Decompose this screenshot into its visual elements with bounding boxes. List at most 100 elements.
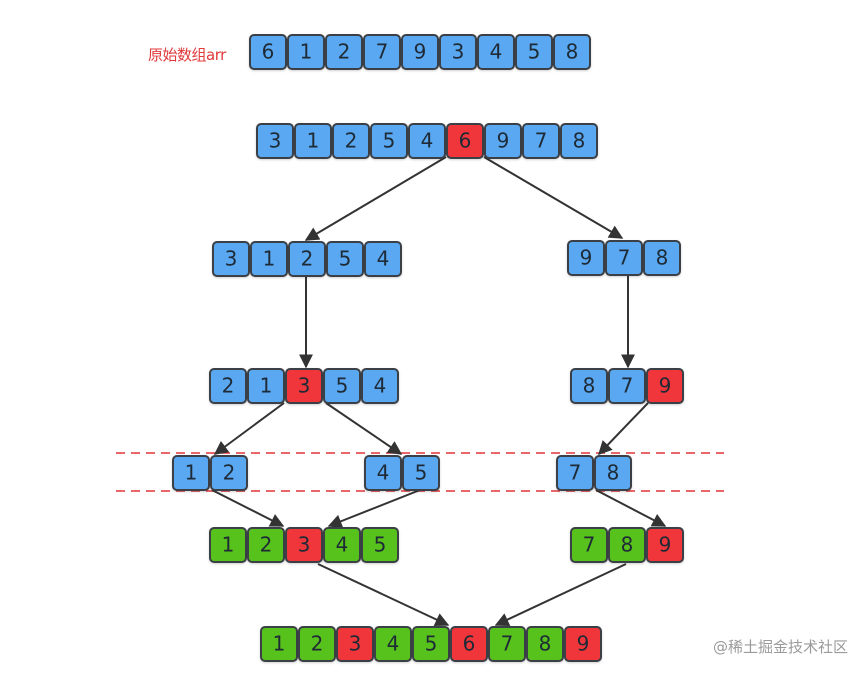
cell-value: 5 (425, 632, 438, 656)
cell-value: 4 (374, 374, 387, 398)
cell-value: 9 (659, 374, 672, 398)
cell-value: 1 (300, 40, 313, 64)
cell-value: 3 (298, 374, 311, 398)
array-cell (608, 527, 646, 563)
array-cell (361, 527, 399, 563)
array-cell (643, 240, 681, 276)
cell-value: 7 (376, 40, 389, 64)
cell-value: 9 (580, 246, 593, 270)
cell-value: 2 (345, 129, 358, 153)
array-cell (323, 368, 361, 404)
cell-value: 6 (262, 40, 275, 64)
cell-value: 1 (307, 129, 320, 153)
cell-value: 5 (336, 374, 349, 398)
cell-value: 8 (539, 632, 552, 656)
array-cell (605, 240, 643, 276)
cell-value: 8 (656, 246, 669, 270)
cell-value: 7 (618, 246, 631, 270)
array-cell (370, 123, 408, 159)
array-cell (288, 241, 326, 277)
array-cell (401, 34, 439, 70)
flow-arrow (327, 489, 421, 528)
cell-value: 4 (490, 40, 503, 64)
array-cell (247, 368, 285, 404)
array-cell (439, 34, 477, 70)
cell-value: 4 (377, 247, 390, 271)
array-cell (361, 368, 399, 404)
array-cell (570, 368, 608, 404)
cell-value: 7 (569, 461, 582, 485)
cell-value: 7 (621, 374, 634, 398)
cell-value: 3 (225, 247, 238, 271)
cell-value: 7 (535, 129, 548, 153)
array-cell (450, 626, 488, 662)
original-array-label: 原始数组arr (148, 46, 226, 64)
flow-arrow (325, 402, 403, 455)
cell-value: 9 (414, 40, 427, 64)
cell-value: 4 (387, 632, 400, 656)
array-cell (287, 34, 325, 70)
cell-value: 8 (573, 129, 586, 153)
array-cell (646, 368, 684, 404)
array-cell (256, 123, 294, 159)
cell-value: 2 (338, 40, 351, 64)
cell-value: 2 (301, 247, 314, 271)
cell-value: 9 (497, 129, 510, 153)
flow-arrow (494, 563, 627, 626)
array-cell (172, 455, 210, 491)
array-cell (412, 626, 450, 662)
cell-value: 6 (463, 632, 476, 656)
arrows (211, 156, 667, 626)
array-cell (402, 455, 440, 491)
flow-arrow (598, 402, 649, 456)
cell-value: 5 (528, 40, 541, 64)
cell-value: 5 (383, 129, 396, 153)
array-cell (209, 527, 247, 563)
array-cell (212, 241, 250, 277)
array-cell (522, 123, 560, 159)
cell-value: 4 (377, 461, 390, 485)
flow-arrow (483, 156, 624, 239)
cell-value: 2 (260, 533, 273, 557)
array-cell (477, 34, 515, 70)
array-cell (484, 123, 522, 159)
array-cell (323, 527, 361, 563)
cell-value: 6 (459, 129, 472, 153)
cell-value: 2 (222, 374, 235, 398)
flow-arrow (304, 156, 447, 241)
cell-value: 8 (607, 461, 620, 485)
cell-value: 8 (566, 40, 579, 64)
array-cell (564, 626, 602, 662)
array-cell (374, 626, 412, 662)
array-cell (210, 455, 248, 491)
array-cell (560, 123, 598, 159)
cell-value: 3 (349, 632, 362, 656)
array-row: 9 7 8 (567, 240, 681, 276)
array-cell (332, 123, 370, 159)
cell-value: 4 (336, 533, 349, 557)
array-cell (209, 368, 247, 404)
cell-value: 5 (339, 247, 352, 271)
cell-value: 3 (269, 129, 282, 153)
cell-value: 7 (501, 632, 514, 656)
array-cell (567, 240, 605, 276)
cell-value: 5 (374, 533, 387, 557)
array-cell (363, 34, 401, 70)
array-cell (285, 527, 323, 563)
flow-arrow (211, 489, 285, 527)
cell-value: 2 (311, 632, 324, 656)
cell-value: 7 (583, 533, 596, 557)
flow-arrow (213, 402, 285, 455)
watermark-text: @稀土掘金技术社区 (712, 638, 848, 656)
array-cell (298, 626, 336, 662)
